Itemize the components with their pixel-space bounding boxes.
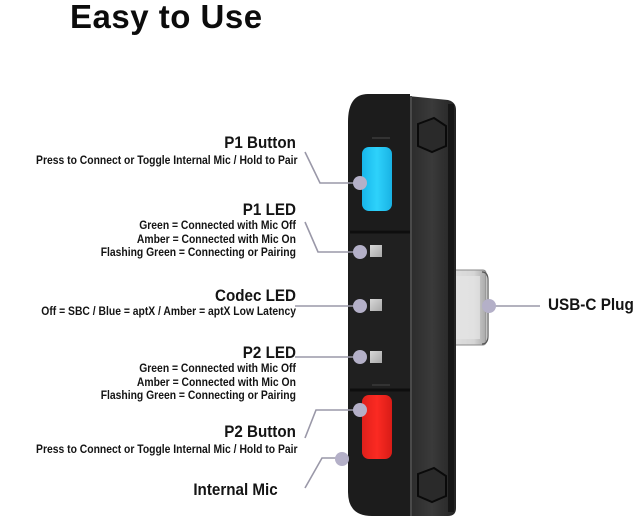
callout-dot-p1-button xyxy=(353,176,367,190)
bottom-knob xyxy=(417,466,447,504)
p2-led-label: P2 LED Green = Connected with Mic Off Am… xyxy=(79,344,296,404)
p2-led-line-1: Green = Connected with Mic Off xyxy=(139,363,296,375)
p2-led-line-2: Amber = Connected with Mic On xyxy=(136,376,296,389)
p1-button[interactable] xyxy=(362,147,392,211)
p2-button-description: Press to Connect or Toggle Internal Mic … xyxy=(36,444,298,456)
internal-mic-label: Internal Mic xyxy=(186,481,278,500)
p1-led-line-3: Flashing Green = Connecting or Pairing xyxy=(100,247,296,259)
callout-dot-p2-button xyxy=(353,403,367,417)
p1-led xyxy=(370,245,382,257)
p1-button-description: Press to Connect or Toggle Internal Mic … xyxy=(36,155,298,167)
p1-led-line-2: Amber = Connected with Mic On xyxy=(136,233,296,246)
p1-led-line-1: Green = Connected with Mic Off xyxy=(139,220,296,232)
p2-button[interactable] xyxy=(362,395,392,459)
p2-led xyxy=(370,351,382,363)
codec-led-description: Off = SBC / Blue = aptX / Amber = aptX L… xyxy=(41,306,296,318)
callout-dot-usb-c xyxy=(482,299,496,313)
p1-button-heading: P1 Button xyxy=(224,134,296,152)
codec-led xyxy=(370,299,382,311)
callout-dot-codec-led xyxy=(353,299,367,313)
top-knob xyxy=(417,116,447,154)
codec-led-label: Codec LED Off = SBC / Blue = aptX / Ambe… xyxy=(13,287,296,320)
p1-led-heading: P1 LED xyxy=(242,201,296,219)
callout-dot-internal-mic xyxy=(335,452,349,466)
p2-led-line-3: Flashing Green = Connecting or Pairing xyxy=(100,390,296,402)
page-title: Easy to Use xyxy=(70,0,263,35)
usb-c-plug-label: USB-C Plug xyxy=(548,295,634,314)
internal-mic-heading: Internal Mic xyxy=(193,481,278,499)
p2-button-label: P2 Button xyxy=(218,423,296,442)
p1-led-label: P1 LED Green = Connected with Mic Off Am… xyxy=(79,201,296,261)
p2-button-heading: P2 Button xyxy=(224,423,296,441)
p2-led-heading: P2 LED xyxy=(242,344,296,362)
callout-dot-p2-led xyxy=(353,350,367,364)
p1-button-label: P1 Button xyxy=(218,134,296,153)
callout-dot-p1-led xyxy=(353,245,367,259)
codec-led-heading: Codec LED xyxy=(215,287,296,305)
